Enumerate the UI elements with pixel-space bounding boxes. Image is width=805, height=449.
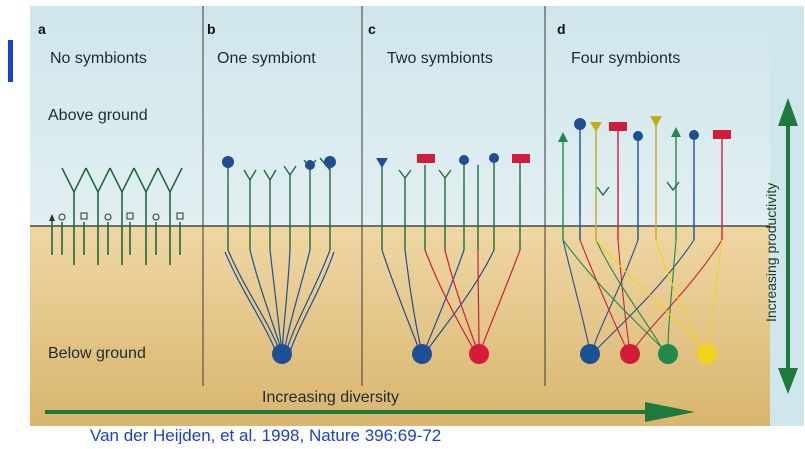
slide-marker xyxy=(8,40,13,82)
panel-c-title: Two symbionts xyxy=(387,50,493,67)
panel-b-letter: b xyxy=(207,21,216,37)
panel-d-fungi xyxy=(558,116,731,364)
below-ground-label: Below ground xyxy=(48,345,146,362)
panel-c-plants xyxy=(381,160,521,250)
productivity-arrow-head-up xyxy=(778,98,798,126)
above-ground-area xyxy=(30,6,770,226)
panel-a-plants xyxy=(51,167,183,265)
panel-a-seedlings xyxy=(49,212,184,221)
panel-c-fungi xyxy=(376,153,530,364)
panel-b-symbiont-network xyxy=(224,249,335,353)
panel-c-blue-network xyxy=(381,249,495,353)
panel-d-roots xyxy=(562,239,723,353)
panel-b-title: One symbiont xyxy=(217,50,316,67)
panel-a-letter: a xyxy=(38,21,46,37)
panel-d-title: Four symbionts xyxy=(571,50,680,67)
panel-d-plants xyxy=(562,125,723,240)
productivity-label: Increasing productivity xyxy=(763,183,779,322)
panel-b-fungi xyxy=(222,156,336,364)
diversity-label: Increasing diversity xyxy=(262,389,399,406)
diversity-arrow-head xyxy=(645,402,695,422)
panel-c-red-network xyxy=(424,249,521,353)
productivity-arrow-head-down xyxy=(778,368,798,394)
panel-c-letter: c xyxy=(368,21,376,37)
below-ground-area xyxy=(30,226,770,426)
above-ground-label: Above ground xyxy=(48,107,148,124)
panel-b-plants xyxy=(227,157,331,250)
panel-d-letter: d xyxy=(557,21,566,37)
panel-a-title: No symbionts xyxy=(50,50,147,67)
citation-link[interactable]: Van der Heijden, et al. 1998, Nature 396… xyxy=(90,426,441,445)
